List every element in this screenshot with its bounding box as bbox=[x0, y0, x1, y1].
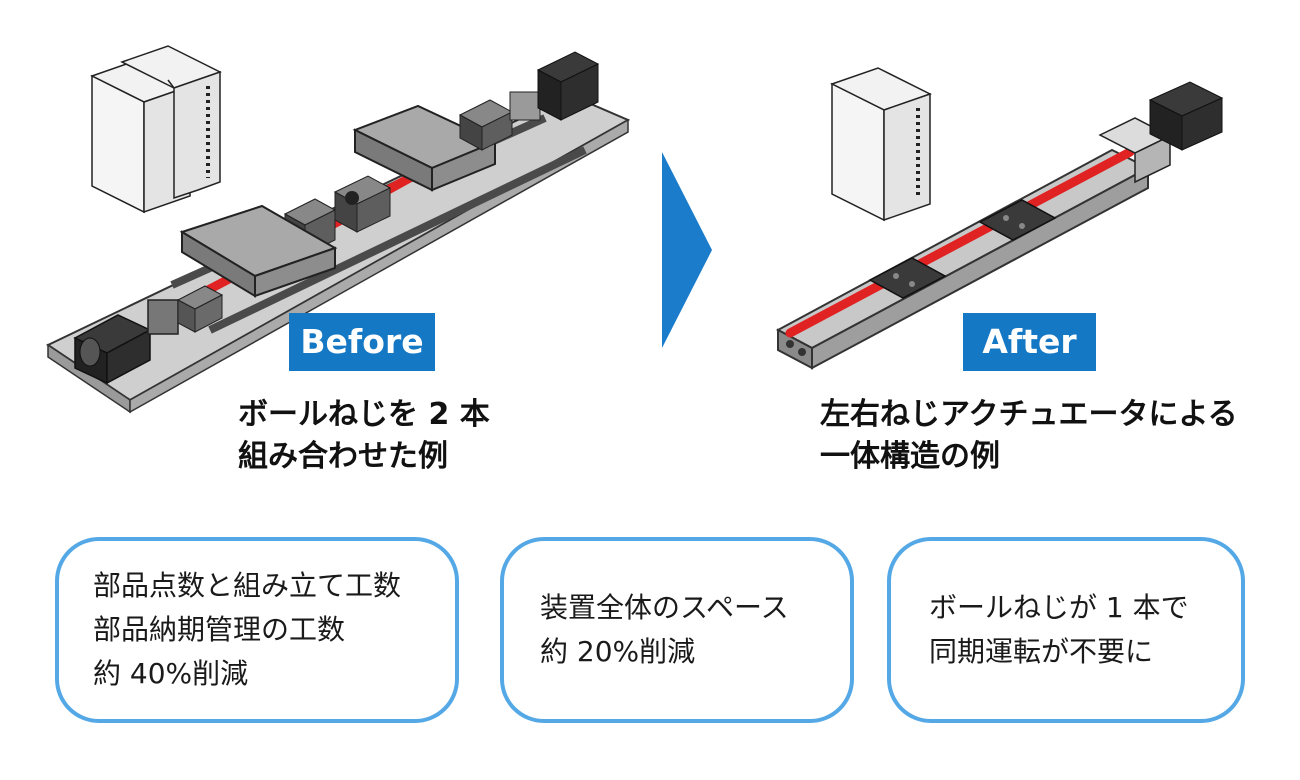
benefit-3-line-2: 同期運転が不要に bbox=[929, 635, 1154, 668]
illustration-canvas bbox=[45, 45, 1224, 414]
benefit-1-line-1: 部品点数と組み立て工数 bbox=[93, 569, 402, 602]
benefit-box-no-sync: ボールねじが 1 本で 同期運転が不要に bbox=[887, 537, 1245, 723]
before-motor-upper bbox=[536, 51, 600, 121]
after-motor bbox=[1148, 81, 1224, 151]
after-caption: 左右ねじアクチュエータによる 一体構造の例 bbox=[820, 394, 1238, 478]
after-carriage-right bbox=[978, 199, 1057, 241]
after-illustration bbox=[775, 67, 1224, 370]
after-controller bbox=[830, 67, 932, 222]
before-controller-2 bbox=[120, 45, 222, 200]
before-caption-line-1: ボールねじを 2 本 bbox=[238, 397, 490, 432]
before-bearing-upper bbox=[458, 91, 541, 151]
before-carriage-lower bbox=[179, 204, 338, 298]
before-illustration bbox=[45, 45, 631, 414]
after-badge: After bbox=[963, 313, 1096, 371]
benefit-1-line-3: 約 40%削減 bbox=[93, 657, 249, 690]
before-motor-lower bbox=[73, 299, 179, 385]
transition-arrow-icon bbox=[662, 152, 712, 348]
before-rail-bottom bbox=[208, 146, 587, 334]
after-carriage-left bbox=[868, 257, 947, 299]
benefit-box-space-reduction: 装置全体のスペース 約 20%削減 bbox=[500, 537, 854, 723]
before-bearing-lower bbox=[176, 285, 224, 333]
benefit-2-line-2: 約 20%削減 bbox=[540, 635, 696, 668]
before-caption-line-2: 組み合わせた例 bbox=[238, 439, 448, 474]
after-actuator-end bbox=[777, 328, 813, 370]
benefit-1-line-2: 部品納期管理の工数 bbox=[93, 613, 346, 646]
benefit-2-line-1: 装置全体のスペース bbox=[540, 591, 789, 624]
benefit-3-line-1: ボールねじが 1 本で bbox=[929, 591, 1189, 624]
before-caption: ボールねじを 2 本 組み合わせた例 bbox=[238, 394, 490, 478]
before-carriage-upper bbox=[352, 104, 498, 192]
after-caption-line-2: 一体構造の例 bbox=[820, 439, 1000, 474]
after-caption-line-1: 左右ねじアクチュエータによる bbox=[820, 397, 1238, 432]
before-badge: Before bbox=[289, 313, 435, 371]
after-left-right-screw bbox=[785, 147, 1135, 338]
benefit-box-parts-reduction: 部品点数と組み立て工数 部品納期管理の工数 約 40%削減 bbox=[55, 537, 459, 723]
